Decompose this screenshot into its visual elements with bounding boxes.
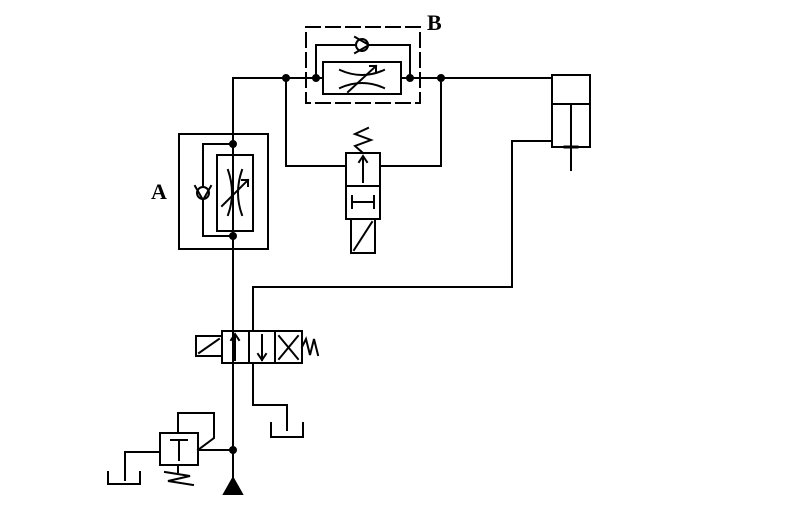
valve-b-label: B (427, 10, 442, 35)
junction-dot (230, 141, 236, 147)
pump-triangle-icon (224, 478, 242, 494)
main-pressure-line (233, 78, 286, 480)
tank-icon (108, 472, 140, 484)
return-line (253, 363, 287, 430)
junction-dot (407, 75, 413, 81)
junction-dot (313, 75, 319, 81)
valve-a-label: A (151, 179, 167, 204)
junction-dot (230, 233, 236, 239)
bypass-line (286, 78, 346, 166)
cylinder-icon (552, 75, 590, 170)
solenoid-valve-icon (346, 128, 380, 253)
relief-valve-icon (125, 413, 233, 485)
cylinder-line (253, 141, 552, 331)
throttle-check-valve-icon (179, 134, 268, 249)
tank-icon (271, 423, 303, 437)
bypass-line (380, 78, 441, 166)
throttle-check-valve-icon (286, 27, 441, 103)
directional-valve-icon (196, 331, 318, 363)
